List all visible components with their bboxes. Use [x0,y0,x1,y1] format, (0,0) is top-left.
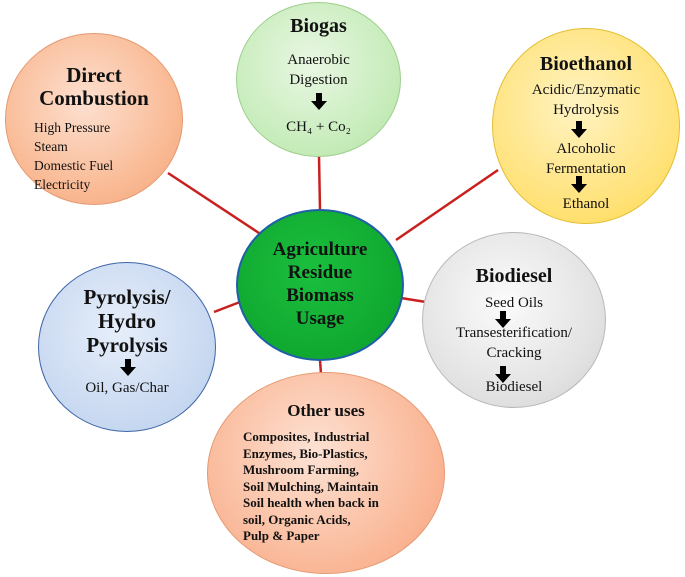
other-uses-line: Soil health when back in [243,495,379,510]
center-title-line: Biomass [286,285,354,306]
biodiesel-title: Biodiesel [475,265,553,287]
biodiesel-node: Biodiesel Seed Oils Transesterification/… [422,232,606,408]
pyrolysis-title: Pyrolysis/ Hydro Pyrolysis [39,285,215,357]
direct-combustion-item: Domestic Fuel [34,158,114,173]
connector-biodiesel [400,296,427,304]
biogas-process-line: Digestion [289,72,348,88]
connector-other-uses [318,359,323,375]
biogas-process-line: Anaerobic [287,52,350,68]
bioethanol-node: Bioethanol Acidic/Enzymatic Hydrolysis A… [492,28,680,224]
pyrolysis-title-line: Hydro [98,309,156,333]
other-uses-line: soil, Organic Acids, [243,511,351,527]
biodiesel-product: Biodiesel [485,379,543,395]
biodiesel-step-2-line: Transesterification/ [455,325,573,341]
direct-combustion-node: Direct Combustion High Pressure Steam Do… [5,33,183,205]
bioethanol-title: Bioethanol [539,53,633,75]
direct-combustion-title: Direct Combustion [6,64,182,110]
pyrolysis-title-line: Pyrolysis/ [83,285,171,309]
other-uses-line: Soil Mulching, Maintain [243,478,379,494]
other-uses-list: Composites, Industrial Enzymes, Bio-Plas… [243,429,379,545]
direct-combustion-items: High Pressure Steam Domestic Fuel Electr… [34,118,113,194]
bioethanol-step-1: Acidic/Enzymatic Hydrolysis [493,80,679,120]
bioethanol-product: Ethanol [562,196,610,212]
center-title-line: Agriculture [272,239,368,260]
biogas-product: CH₄ + Co₂ [286,119,351,135]
center-node: Agriculture Residue Biomass Usage [236,209,404,361]
pyrolysis-title-line: Pyrolysis [86,333,168,357]
direct-combustion-item: Electricity [34,177,91,192]
center-title: Agriculture Residue Biomass Usage [238,238,402,330]
direct-combustion-title-line-2: Combustion [39,86,149,110]
pyrolysis-node: Pyrolysis/ Hydro Pyrolysis Oil, Gas/Char [38,262,216,432]
other-uses-line: Mushroom Farming, [243,462,360,477]
center-title-line: Usage [295,308,345,329]
other-uses-line: Pulp & Paper [243,528,320,543]
other-uses-title: Other uses [287,401,365,420]
biodiesel-step-2-line: Cracking [486,345,542,361]
center-title-line: Residue [287,262,353,283]
pyrolysis-product: Oil, Gas/Char [85,380,169,396]
connector-bioethanol [395,168,499,242]
bioethanol-step-2-line: Fermentation [546,161,626,177]
bioethanol-step-1-line: Hydrolysis [553,102,619,118]
direct-combustion-title-line-1: Direct [66,63,122,87]
connector-biogas [317,155,322,211]
direct-combustion-item: Steam [34,139,68,154]
connector-direct-combustion [167,171,263,237]
biogas-process: Anaerobic Digestion [237,50,400,90]
biodiesel-step-2: Transesterification/ Cracking [423,323,605,363]
bioethanol-step-2-line: Alcoholic [556,141,616,157]
other-uses-node: Other uses Composites, Industrial Enzyme… [207,372,445,574]
biogas-title: Biogas [290,15,347,37]
connector-pyrolysis [213,300,241,314]
direct-combustion-item: High Pressure [34,120,111,135]
biodiesel-step-1: Seed Oils [485,295,543,311]
biogas-node: Biogas Anaerobic Digestion CH₄ + Co₂ [236,2,401,157]
bioethanol-step-1-line: Acidic/Enzymatic [531,82,641,98]
other-uses-line: Enzymes, Bio-Plastics, [243,445,368,461]
bioethanol-step-2: Alcoholic Fermentation [493,139,679,179]
other-uses-line: Composites, Industrial [243,429,370,444]
